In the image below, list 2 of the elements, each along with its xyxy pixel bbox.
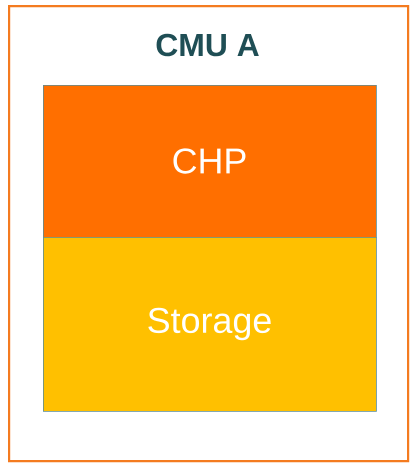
process-box: Storage [43, 237, 377, 412]
process-box: CHP [43, 85, 377, 238]
